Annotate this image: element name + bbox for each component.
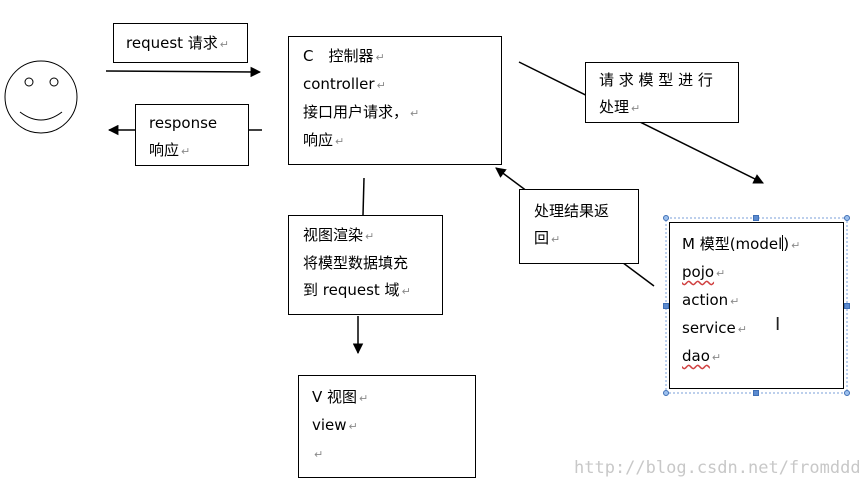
paragraph-mark: ↵ [631,102,641,115]
controller-desc: 接口用户请求， [303,103,409,121]
controller-box: C 控制器↵ controller↵ 接口用户请求，↵ 响应↵ [288,36,502,165]
controller-desc-2: 响应 [303,131,334,149]
render-desc: 将模型数据填充 [303,254,409,272]
paragraph-mark: ↵ [219,38,230,51]
resize-handle-top-right[interactable] [844,215,850,221]
response-label: response [149,114,218,132]
paragraph-mark: ↵ [376,79,386,92]
watermark: http://blog.csdn.net/fromddd [574,458,861,478]
model-request-label-2: 处理 [599,98,630,116]
request-box: request 请求↵ [113,23,248,63]
view-title: V 视图 [312,388,358,406]
model-title-close: ) [783,235,790,253]
resize-handle-bottom-left[interactable] [663,390,669,396]
paragraph-mark: ↵ [791,239,801,252]
request-label: request 请求 [126,34,218,52]
controller-to-render-line [362,177,365,216]
resize-handle-top[interactable] [753,215,759,221]
paragraph-mark: ↵ [730,295,740,308]
paragraph-mark: ↵ [359,392,369,405]
controller-name: controller [303,75,375,93]
view-box: V 视图↵ view↵ ↵ [298,375,476,478]
paragraph-mark: ↵ [711,351,722,364]
model-title: M 模型(model [682,235,783,253]
result-return-label: 处理结果返 [534,202,610,220]
smiley-face-icon [4,60,78,134]
result-return-label-2: 回 [534,229,550,247]
text-cursor-icon: I [775,314,781,335]
paragraph-mark: ↵ [181,145,191,158]
result-return-box: 处理结果返 回↵ [519,189,639,264]
resize-handle-right[interactable] [844,303,850,309]
text-caret [782,235,784,251]
paragraph-mark: ↵ [365,230,375,243]
resize-handle-top-left[interactable] [663,215,669,221]
paragraph-mark: ↵ [716,267,726,280]
render-title: 视图渲染 [303,226,364,244]
response-cn-label: 响应 [149,141,180,159]
paragraph-mark: ↵ [348,420,358,433]
model-request-label: 请 求 模 型 进 行 [599,71,713,89]
resize-handle-left[interactable] [663,303,669,309]
resize-handle-bottom[interactable] [753,390,759,396]
controller-title: C 控制器 [303,47,374,65]
paragraph-mark: ↵ [314,448,324,461]
response-box: response 响应↵ [135,104,249,166]
model-item-service: service [682,319,736,337]
request-arrow [105,66,262,78]
model-item-action: action [682,291,729,309]
model-item-pojo: pojo [682,263,715,281]
model-request-box: 请 求 模 型 进 行 处理↵ [585,62,739,123]
paragraph-mark: ↵ [401,285,411,298]
model-box[interactable]: M 模型(model)↵ pojo↵ action↵ service↵ dao↵ [669,222,844,389]
paragraph-mark: ↵ [410,107,420,120]
paragraph-mark: ↵ [737,323,747,336]
model-item-dao: dao [682,347,710,365]
render-box: 视图渲染↵ 将模型数据填充 到 request 域↵ [288,215,443,315]
view-name: view [312,416,347,434]
paragraph-mark: ↵ [335,135,345,148]
resize-handle-bottom-right[interactable] [844,390,850,396]
paragraph-mark: ↵ [551,233,561,246]
render-desc-2: 到 request 域 [303,281,400,299]
paragraph-mark: ↵ [375,51,385,64]
